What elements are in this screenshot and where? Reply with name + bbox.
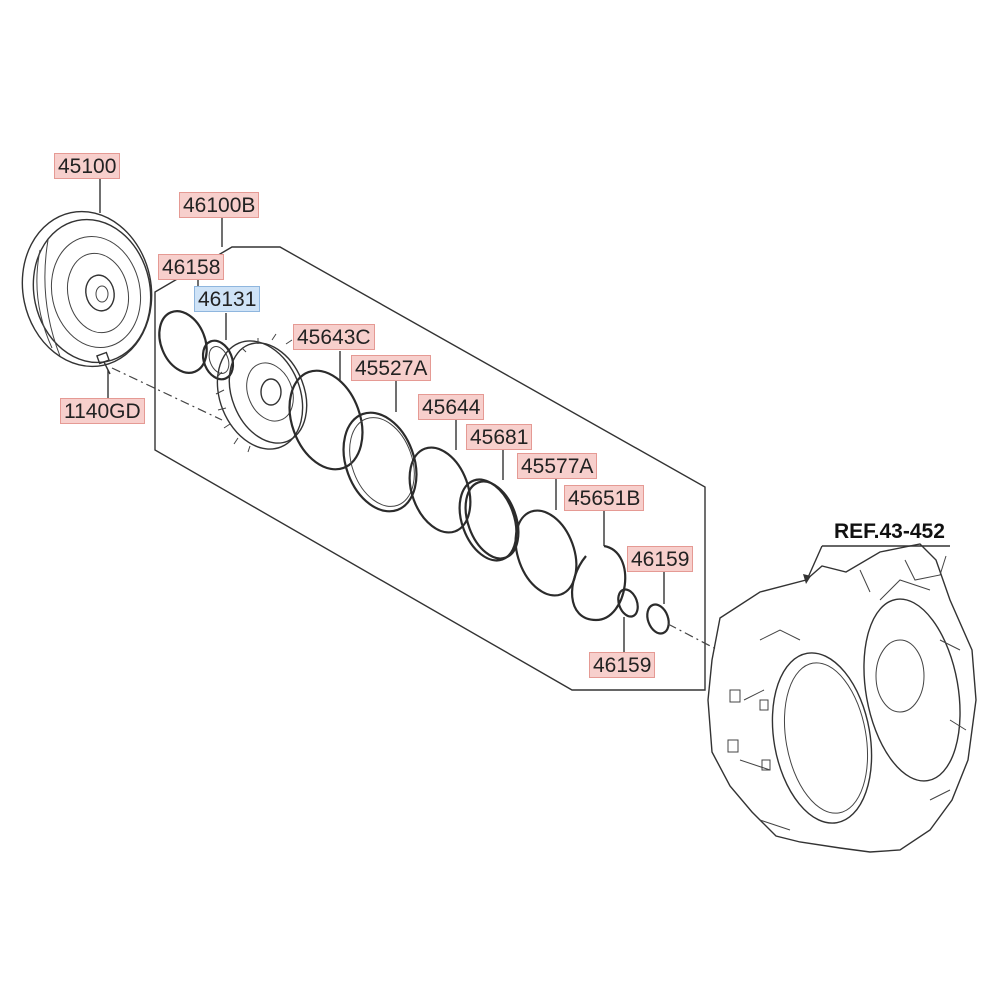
ring-45644-part [408,446,472,534]
oil-pump-body-part [215,333,308,453]
part-number-label[interactable]: 45681 [466,424,533,450]
ref-arrow-head [803,574,811,584]
snap-ring-45651B-part [570,544,627,622]
part-number-label[interactable]: 46158 [158,254,225,280]
part-number-label[interactable]: 45577A [517,453,598,479]
part-number-label[interactable]: 46100B [179,192,260,218]
part-number-label[interactable]: 45527A [351,355,432,381]
ring-45577A-part [514,509,578,597]
torque-converter-part [21,210,153,368]
part-number-label[interactable]: 46159 [589,652,656,678]
o-ring-46158-part [158,310,208,374]
o-ring-46159-upper-part [646,603,670,635]
bolt-axis-line [111,367,223,421]
part-number-label-highlighted[interactable]: 46131 [194,286,261,312]
part-number-label[interactable]: 45651B [564,485,645,511]
part-number-label[interactable]: 46159 [627,546,694,572]
gasket-45643C-part [288,369,364,471]
kit-outline [154,246,706,691]
assembly-axis-line [667,623,719,651]
ring-45681-part [458,478,520,562]
ring-45527A-part [342,411,418,513]
transmission-housing-part [707,543,977,853]
o-ring-46159-lower-part [617,588,639,618]
part-number-label[interactable]: 45643C [293,324,375,350]
reference-label[interactable]: REF.43-452 [834,520,945,543]
oil-seal-46131-part [201,339,235,381]
bolt-part [96,351,111,375]
part-number-label[interactable]: 45644 [418,394,485,420]
part-number-label[interactable]: 45100 [54,153,121,179]
part-number-label[interactable]: 1140GD [60,398,145,424]
